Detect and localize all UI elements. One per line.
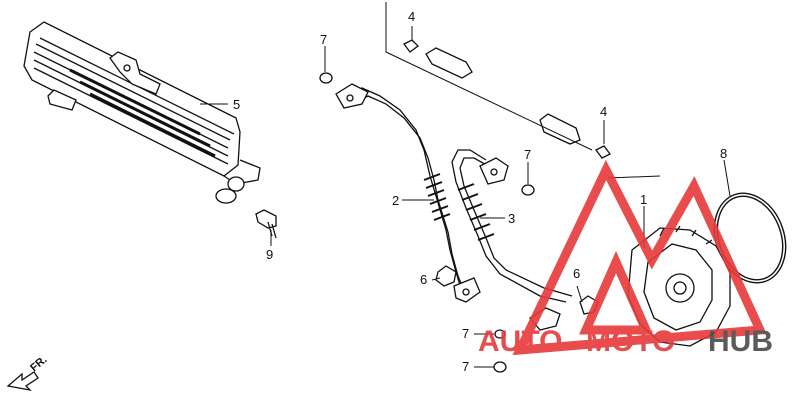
oil-pipe-union-right: [540, 114, 610, 158]
flange-bolt-9: [256, 210, 276, 238]
guide-lines: [385, 2, 661, 179]
callout-6-right: 6: [573, 266, 580, 281]
o-ring-7d: [494, 362, 506, 372]
watermark-text-hub: HUB: [708, 325, 773, 358]
callout-7-bottom: 7: [462, 359, 469, 374]
o-ring-7a: [320, 73, 332, 83]
callout-2: 2: [392, 193, 399, 208]
oil-cooler: [24, 22, 260, 203]
callout-8: 8: [720, 146, 727, 161]
oil-hose-2: [336, 84, 480, 302]
oil-hose-3: [452, 150, 572, 330]
arrow-icon: [6, 371, 39, 392]
front-direction-marker: FR.: [6, 354, 50, 392]
callout-6-left: 6: [420, 272, 427, 287]
bolt-6a: [436, 266, 456, 286]
callout-7-low: 7: [462, 326, 469, 341]
o-ring-7c: [495, 330, 505, 338]
watermark-triangle-icon: [512, 159, 767, 356]
callout-5: 5: [233, 97, 240, 112]
callout-7-mid: 7: [524, 147, 531, 162]
callout-7-top: 7: [320, 32, 327, 47]
callout-4-top: 4: [408, 9, 415, 24]
callout-3: 3: [508, 211, 515, 226]
oil-pipe-union-top: [404, 40, 472, 78]
watermark-text-moto: MOTO: [586, 325, 675, 358]
callout-9: 9: [266, 247, 273, 262]
callout-4-right: 4: [600, 104, 607, 119]
callout-1: 1: [640, 192, 647, 207]
watermark-text-auto: AUTO: [478, 325, 562, 358]
front-label: FR.: [28, 354, 49, 375]
o-ring-7b: [522, 185, 534, 195]
watermark-logo: AUTO MOTO HUB: [478, 159, 773, 358]
